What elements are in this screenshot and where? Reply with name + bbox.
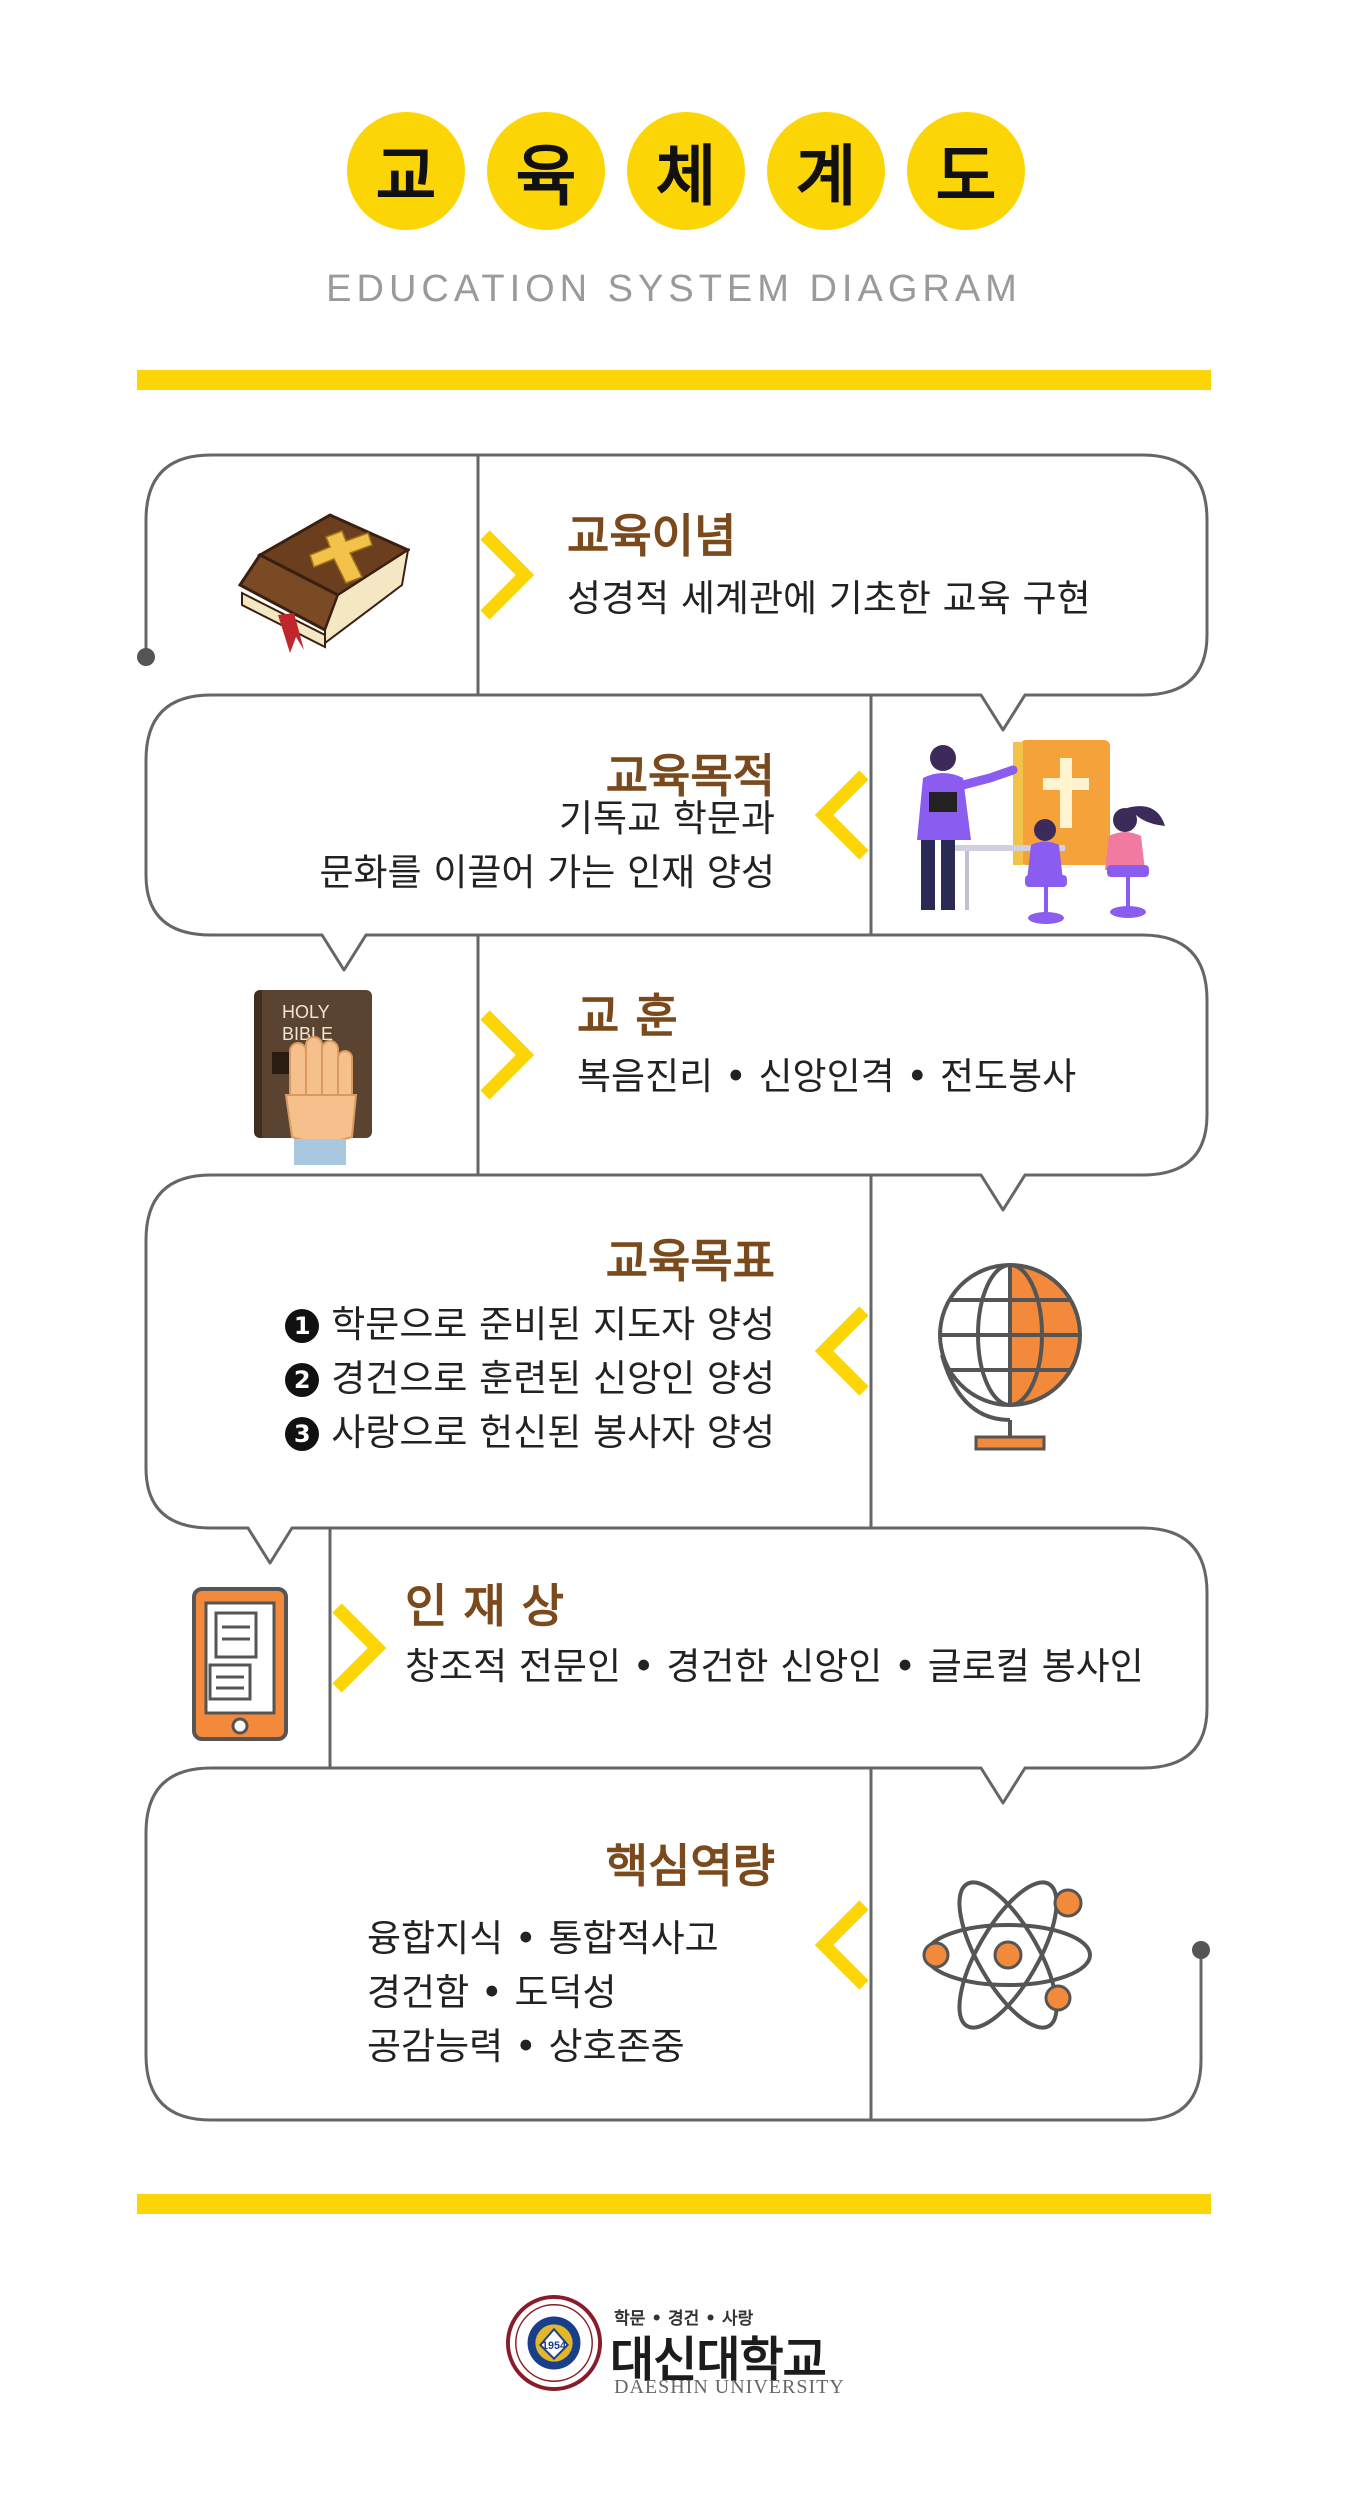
section-text-ideal-talent: 창조적 전문인 • 경건한 신앙인 • 글로컬 봉사인 xyxy=(405,1645,1144,1688)
goal-number-2: 2 xyxy=(285,1363,320,1397)
section-text-philosophy: 성경적 세계관에 기초한 교육 구현 xyxy=(567,577,1091,620)
section-title-ideal-talent: 인 재 상 xyxy=(405,1579,564,1633)
tablet-icon xyxy=(192,1587,288,1741)
goal-text-3: 사랑으로 헌신된 봉사자 양성 xyxy=(331,1411,775,1454)
section-text-purpose-2: 문화를 이끌어 가는 인재 양성 xyxy=(319,851,775,894)
bible-book-icon xyxy=(237,513,410,653)
logo-name-en: DAESHIN UNIVERSITY xyxy=(614,2376,845,2398)
goal-item-3: 3 사랑으로 헌신된 봉사자 양성 xyxy=(285,1406,775,1460)
logo-tagline: 학문 • 경건 • 사랑 xyxy=(614,2309,754,2329)
raised-hand-icon xyxy=(284,1036,358,1165)
section-title-philosophy: 교육이념 xyxy=(567,509,737,563)
section-title-motto: 교 훈 xyxy=(577,989,678,1043)
goal-number-1: 1 xyxy=(285,1309,320,1343)
seal-year: 1954 xyxy=(542,2340,566,2352)
top-divider-bar xyxy=(137,370,1211,390)
page-subtitle: EDUCATION SYSTEM DIAGRAM xyxy=(326,268,1022,310)
globe-icon xyxy=(938,1263,1082,1451)
section-title-goals: 교육목표 xyxy=(605,1234,775,1288)
bible-cover-text-holy: HOLY xyxy=(282,1002,330,1022)
goal-number-3: 3 xyxy=(285,1417,320,1451)
title-char-3: 체 xyxy=(627,112,745,230)
section-text-competencies-1: 융합지식 • 통합적사고 xyxy=(367,1917,719,1960)
title-char-4: 계 xyxy=(767,112,885,230)
atom-icon xyxy=(922,1880,1092,2030)
goal-item-1: 1 학문으로 준비된 지도자 양성 xyxy=(285,1298,775,1352)
title-char-2: 육 xyxy=(487,112,605,230)
teacher-class-icon xyxy=(917,740,1165,924)
section-text-purpose-1: 기독교 학문과 xyxy=(558,797,775,840)
goal-item-2: 2 경건으로 훈련된 신앙인 양성 xyxy=(285,1352,775,1406)
bottom-divider-bar xyxy=(137,2194,1211,2214)
section-text-competencies-3: 공감능력 • 상호존중 xyxy=(367,2025,685,2068)
logo-name: 대신대학교 xyxy=(610,2332,827,2388)
section-text-motto: 복음진리 • 신앙인격 • 전도봉사 xyxy=(577,1055,1077,1098)
goal-text-1: 학문으로 준비된 지도자 양성 xyxy=(331,1303,775,1346)
title-char-5: 도 xyxy=(907,112,1025,230)
goal-text-2: 경건으로 훈련된 신앙인 양성 xyxy=(331,1357,775,1400)
section-text-competencies-2: 경건함 • 도덕성 xyxy=(367,1971,617,2014)
section-title-competencies: 핵심역량 xyxy=(605,1839,775,1893)
section-title-purpose: 교육목적 xyxy=(605,749,775,803)
title-char-1: 교 xyxy=(347,112,465,230)
university-seal-icon: 1954 xyxy=(505,2294,603,2392)
